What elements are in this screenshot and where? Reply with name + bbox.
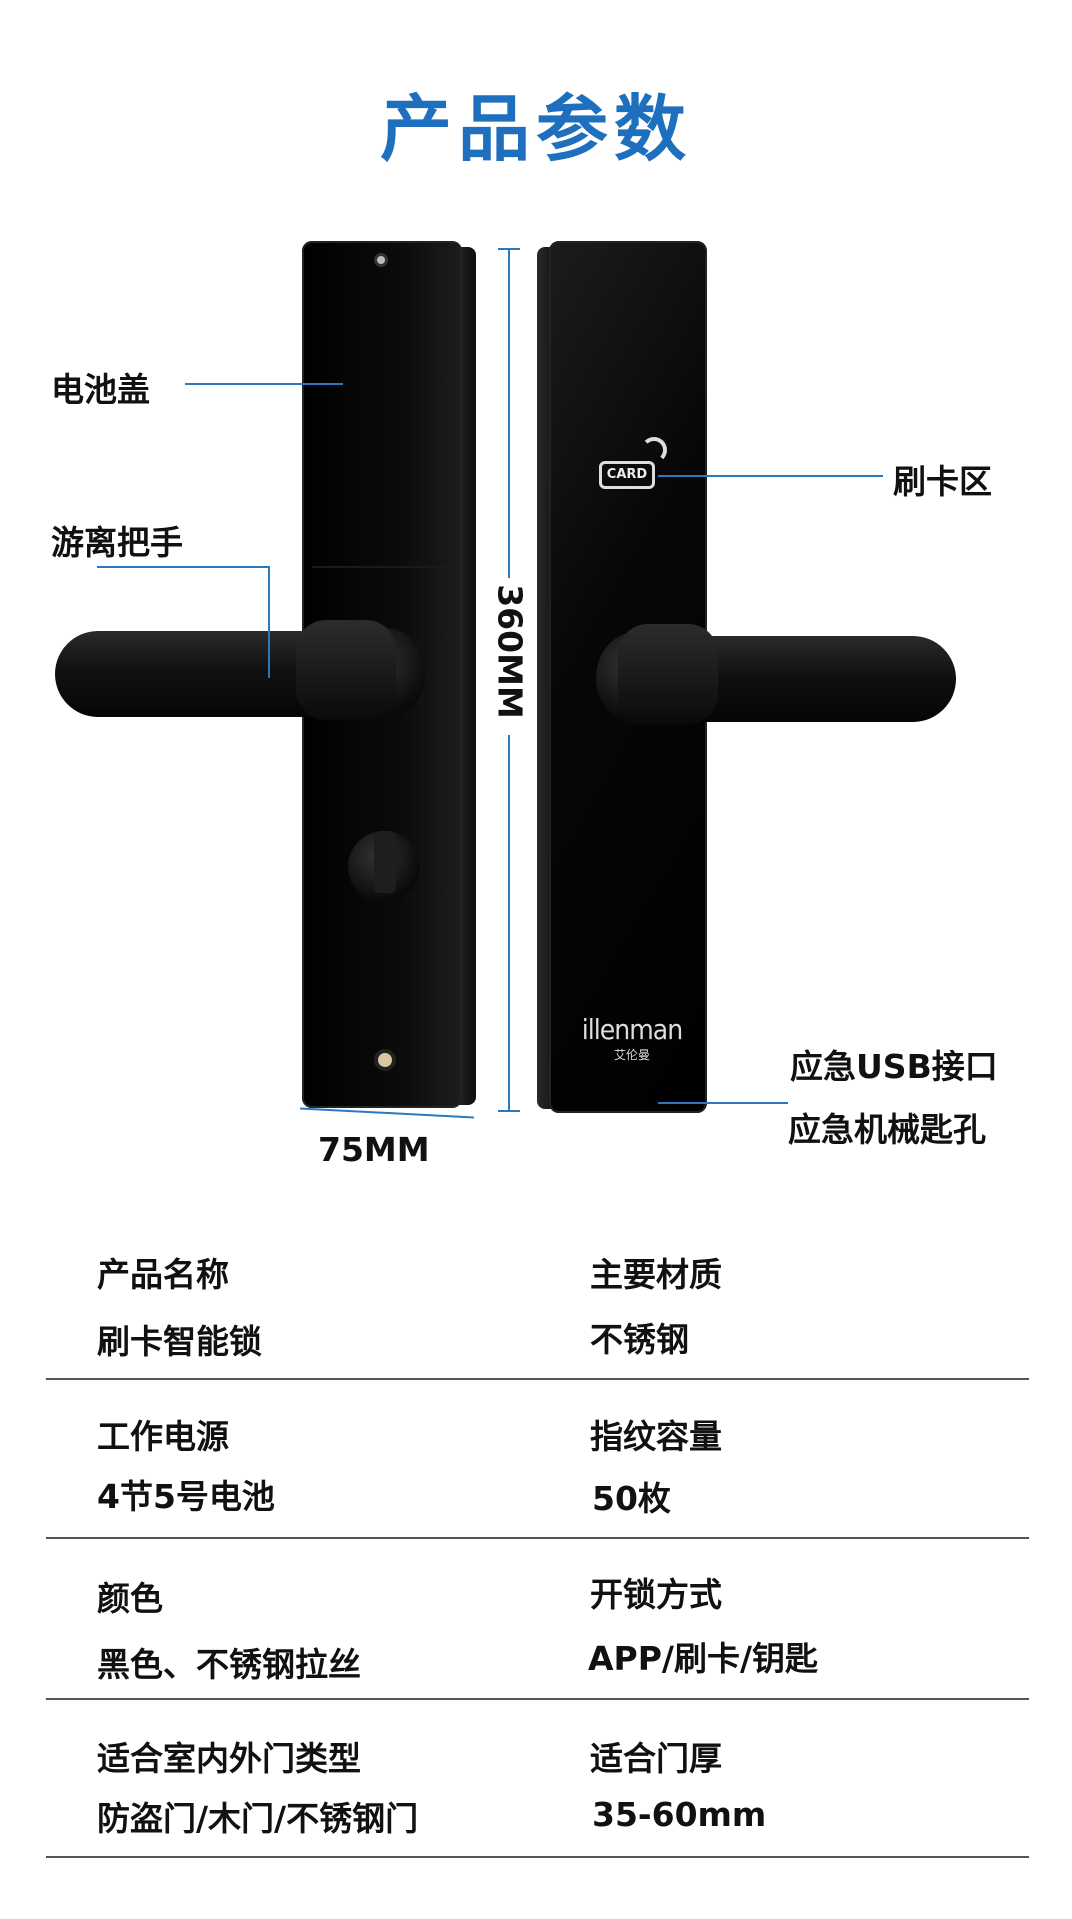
screw-icon [374, 253, 388, 267]
wireless-icon [641, 437, 667, 463]
spec-value: 黑色、不锈钢拉丝 [97, 1645, 361, 1684]
spec-label: 适合门厚 [590, 1739, 722, 1778]
width-dimension: 75MM [318, 1130, 430, 1169]
divider [46, 1856, 1029, 1858]
callout-usb: 应急USB接口 [790, 1047, 998, 1086]
divider [46, 1378, 1029, 1380]
spec-value: 防盗门/木门/不锈钢门 [97, 1799, 419, 1838]
screw-icon [374, 1049, 396, 1071]
battery-cover [312, 253, 452, 568]
spec-label: 产品名称 [97, 1255, 229, 1294]
divider [46, 1537, 1029, 1539]
spec-label: 工作电源 [97, 1417, 229, 1456]
divider [46, 1698, 1029, 1700]
spec-label: 开锁方式 [590, 1575, 722, 1614]
callout-keyhole: 应急机械匙孔 [788, 1110, 986, 1149]
card-badge: CARD [599, 461, 655, 489]
spec-value: APP/刷卡/钥匙 [588, 1639, 819, 1678]
spec-label: 颜色 [97, 1579, 163, 1618]
callout-card-area: 刷卡区 [893, 462, 992, 501]
spec-value: 不锈钢 [590, 1320, 689, 1359]
spec-value: 35-60mm [592, 1795, 767, 1834]
height-dimension-line [508, 248, 510, 578]
width-dimension-line [300, 1107, 474, 1119]
spec-label: 主要材质 [590, 1255, 722, 1294]
spec-value: 4节5号电池 [97, 1477, 275, 1516]
height-dimension: 360MM [490, 584, 530, 719]
callout-battery-cover: 电池盖 [51, 370, 150, 409]
callout-handle: 游离把手 [51, 523, 183, 562]
spec-value: 50枚 [592, 1479, 671, 1518]
page-title: 产品参数 [379, 87, 692, 171]
brand-logo: illenman 艾伦曼 [581, 1013, 683, 1062]
spec-value: 刷卡智能锁 [97, 1322, 262, 1361]
spec-label: 适合室内外门类型 [97, 1739, 361, 1778]
spec-label: 指纹容量 [590, 1417, 722, 1456]
